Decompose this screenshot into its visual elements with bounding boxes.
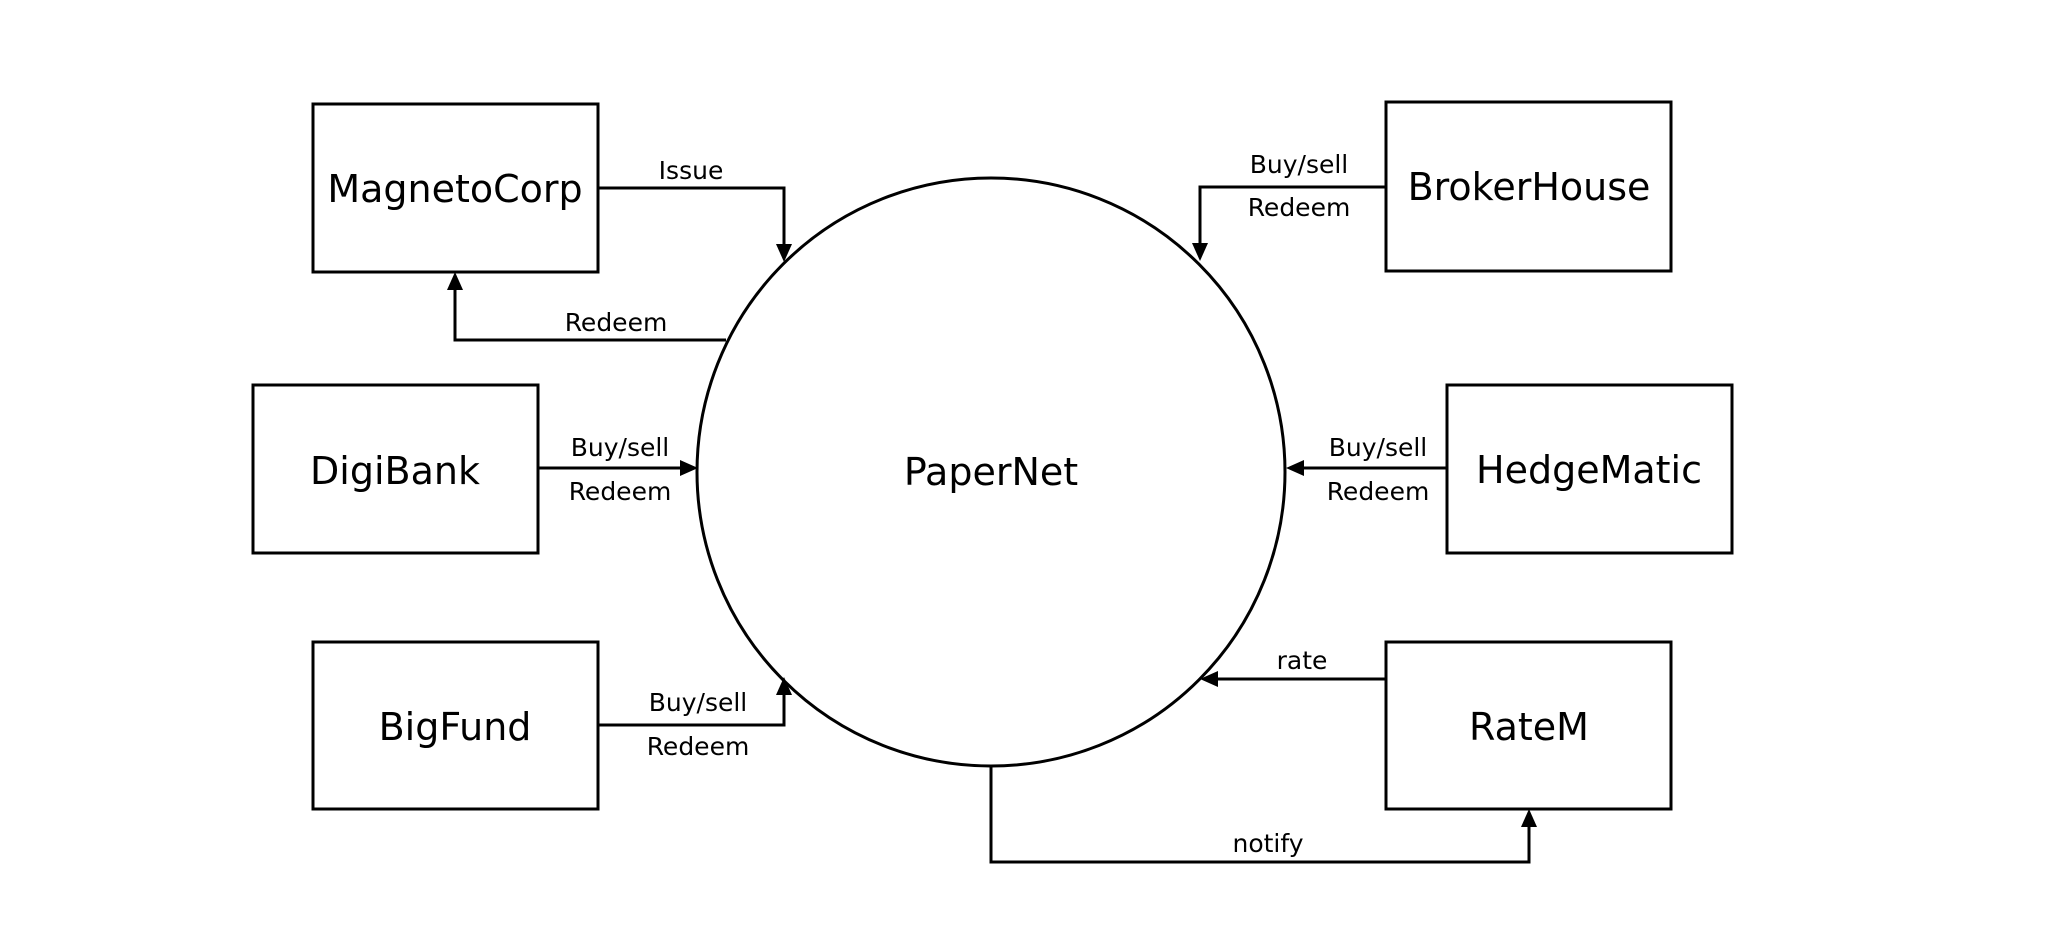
rate-arrowhead [1200,671,1218,687]
node-bigfund: BigFund [311,640,600,811]
edge-bigfund: Buy/sell Redeem [598,677,792,761]
bigfund-buysell-label: Buy/sell [649,688,748,717]
digibank-redeem-label: Redeem [569,477,672,506]
digibank-label: DigiBank [310,449,480,493]
brokerhouse-connector [1198,185,1386,243]
node-digibank: DigiBank [251,383,540,555]
magnetocorp-redeem-label: Redeem [565,308,668,337]
edge-ratem-rate: rate [1200,646,1386,687]
magnetocorp-box [311,102,600,274]
bigfund-redeem-label: Redeem [647,732,750,761]
magnetocorp-redeem-arrowhead [447,272,463,290]
edge-magnetocorp-issue: Issue [598,156,792,262]
hedgematic-arrowhead [1286,460,1304,476]
magnetocorp-redeem-connector [453,290,726,342]
hedgematic-buysell-label: Buy/sell [1329,433,1428,462]
digibank-box [251,383,540,555]
hedgematic-box [1445,383,1734,555]
edge-magnetocorp-redeem: Redeem [447,272,726,342]
bigfund-connector [598,695,786,727]
edge-digibank: Buy/sell Redeem [538,433,698,506]
notify-connector [989,766,1531,864]
ratem-label: RateM [1469,705,1589,749]
notify-arrowhead [1521,809,1537,827]
node-ratem: RateM [1384,640,1673,811]
node-hedgematic: HedgeMatic [1445,383,1734,555]
bigfund-arrowhead [776,677,792,695]
digibank-arrowhead [680,460,698,476]
rate-label: rate [1277,646,1328,675]
brokerhouse-label: BrokerHouse [1408,165,1651,209]
issue-label: Issue [659,156,724,185]
hedgematic-redeem-label: Redeem [1327,477,1430,506]
digibank-buysell-label: Buy/sell [571,433,670,462]
bigfund-box [311,640,600,811]
brokerhouse-buysell-label: Buy/sell [1250,150,1349,179]
ratem-box [1384,640,1673,811]
issue-connector [598,186,786,244]
edge-papernet-notify: notify [989,766,1537,864]
papernet-hub: PaperNet [695,176,1287,768]
brokerhouse-redeem-label: Redeem [1248,193,1351,222]
hedgematic-label: HedgeMatic [1476,448,1702,492]
edge-hedgematic: Buy/sell Redeem [1286,433,1447,506]
issue-arrowhead [776,244,792,262]
node-magnetocorp: MagnetoCorp [311,102,600,274]
notify-label: notify [1232,829,1303,858]
magnetocorp-label: MagnetoCorp [327,167,582,211]
papernet-label: PaperNet [904,450,1078,494]
bigfund-label: BigFund [379,705,532,749]
edge-brokerhouse: Buy/sell Redeem [1192,150,1386,261]
node-brokerhouse: BrokerHouse [1384,100,1673,273]
brokerhouse-arrowhead [1192,243,1208,261]
